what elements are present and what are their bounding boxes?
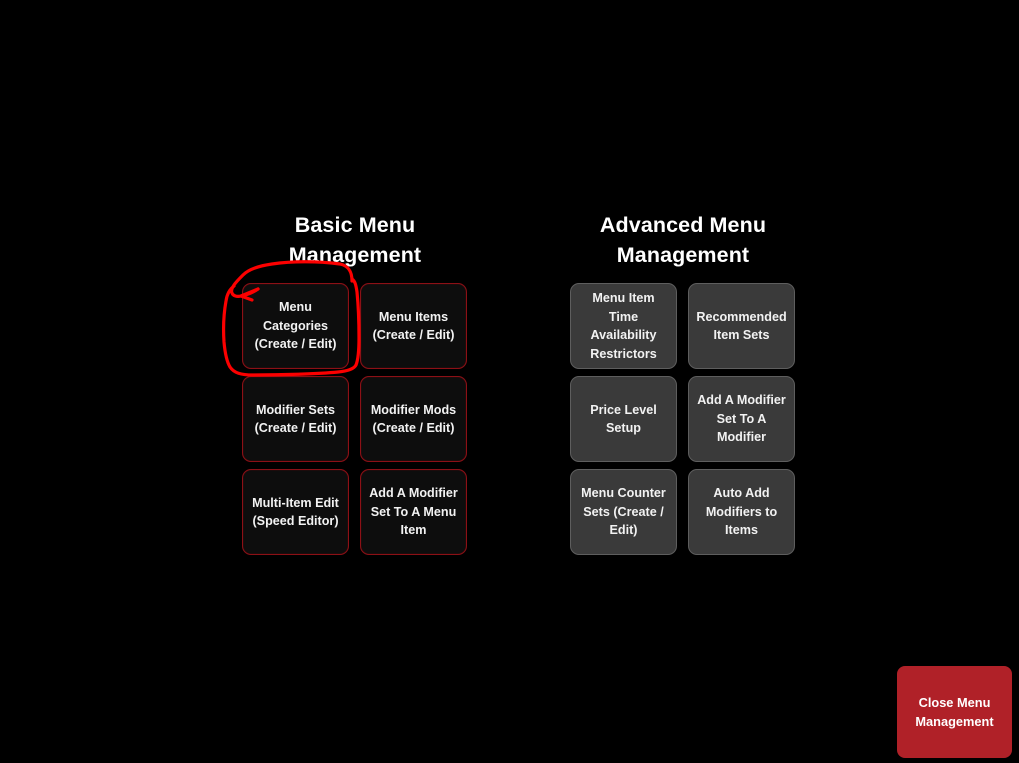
menu-categories-button[interactable]: Menu Categories (Create / Edit) — [242, 283, 349, 369]
close-menu-management-button[interactable]: Close Menu Management — [897, 666, 1012, 758]
auto-add-modifiers-to-items-button[interactable]: Auto Add Modifiers to Items — [688, 469, 795, 555]
basic-menu-management-grid: Menu Categories (Create / Edit) Menu Ite… — [242, 283, 467, 555]
price-level-setup-button[interactable]: Price Level Setup — [570, 376, 677, 462]
add-modifier-set-to-menu-item-button[interactable]: Add A Modifier Set To A Menu Item — [360, 469, 467, 555]
tile-label: Add A Modifier Set To A Menu Item — [369, 486, 458, 538]
tile-label: Add A Modifier Set To A Modifier — [697, 393, 786, 445]
menu-counter-sets-button[interactable]: Menu Counter Sets (Create / Edit) — [570, 469, 677, 555]
menu-items-button[interactable]: Menu Items (Create / Edit) — [360, 283, 467, 369]
tile-label: Menu Categories (Create / Edit) — [254, 300, 337, 352]
basic-section-title: Basic Menu Management — [288, 213, 422, 267]
add-modifier-set-to-modifier-button[interactable]: Add A Modifier Set To A Modifier — [688, 376, 795, 462]
advanced-section-title: Advanced Menu Management — [599, 213, 767, 267]
tile-label: Menu Item Time Availability Restrictors — [590, 291, 657, 361]
tile-label: Auto Add Modifiers to Items — [705, 486, 778, 538]
close-button-label: Close Menu Management — [915, 695, 994, 729]
menu-item-time-availability-restrictors-button[interactable]: Menu Item Time Availability Restrictors — [570, 283, 677, 369]
modifier-sets-button[interactable]: Modifier Sets (Create / Edit) — [242, 376, 349, 462]
tile-label: Menu Counter Sets (Create / Edit) — [581, 486, 666, 538]
modifier-mods-button[interactable]: Modifier Mods (Create / Edit) — [360, 376, 467, 462]
advanced-menu-management-grid: Menu Item Time Availability Restrictors … — [570, 283, 795, 555]
tile-label: Multi-Item Edit (Speed Editor) — [252, 495, 339, 529]
tile-label: Menu Items (Create / Edit) — [372, 309, 455, 343]
tile-label: Modifier Mods (Create / Edit) — [370, 402, 457, 436]
multi-item-edit-button[interactable]: Multi-Item Edit (Speed Editor) — [242, 469, 349, 555]
tile-label: Modifier Sets (Create / Edit) — [254, 402, 337, 436]
tile-label: Price Level Setup — [590, 402, 657, 436]
basic-menu-management-section: Basic Menu Management — [230, 210, 480, 270]
recommended-item-sets-button[interactable]: Recommended Item Sets — [688, 283, 795, 369]
advanced-menu-management-section: Advanced Menu Management — [558, 210, 808, 270]
tile-label: Recommended Item Sets — [696, 309, 787, 343]
